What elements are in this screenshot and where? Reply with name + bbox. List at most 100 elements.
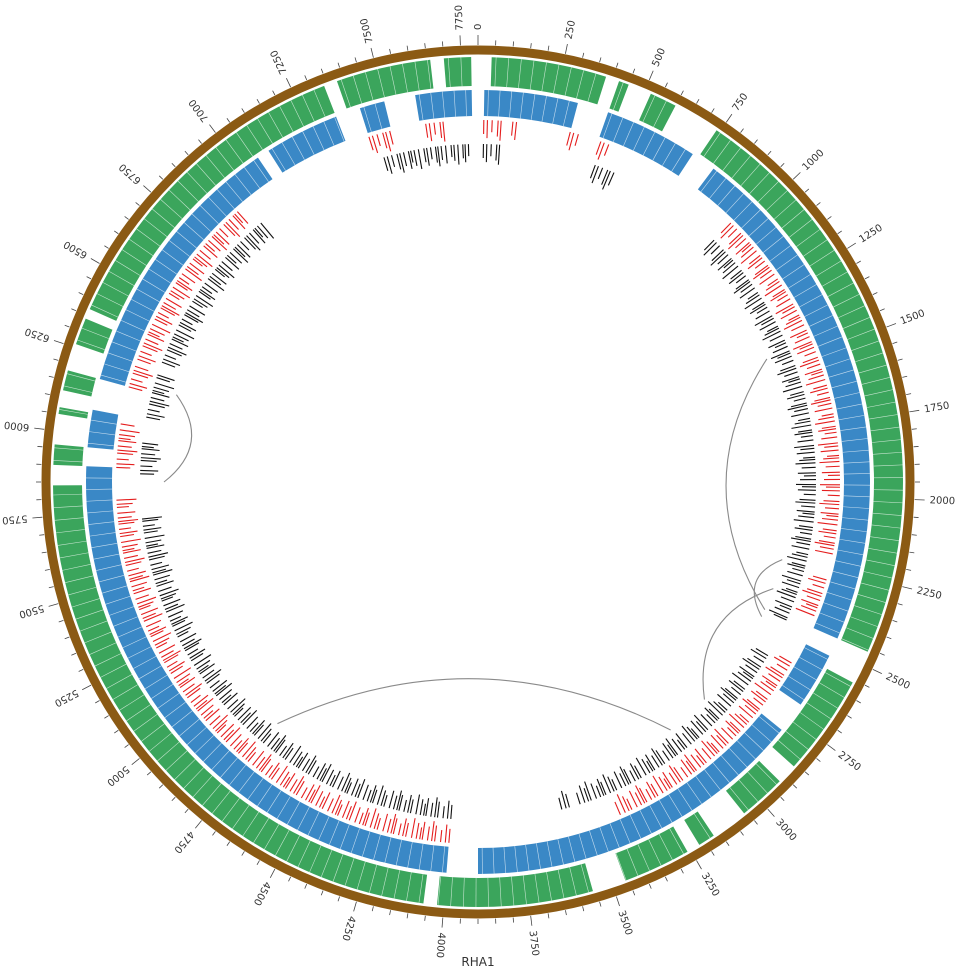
track-gap <box>841 528 867 533</box>
track-feature <box>426 147 430 166</box>
track-feature <box>184 314 199 324</box>
track-feature <box>680 766 689 778</box>
track-feature <box>161 596 174 602</box>
track-feature <box>791 412 809 418</box>
track-segment <box>268 116 346 173</box>
track-gap <box>873 451 902 455</box>
track-gap <box>842 317 870 329</box>
track-gap <box>205 155 225 178</box>
track-feature <box>776 590 796 599</box>
track-gap <box>827 282 854 297</box>
track-gap <box>402 63 408 93</box>
track-gap <box>462 877 465 907</box>
track-feature <box>116 458 129 461</box>
track-segment <box>779 644 830 705</box>
track-feature <box>759 269 772 279</box>
tick-label: 1500 <box>899 308 927 327</box>
track-gap <box>253 818 270 844</box>
track-gap <box>309 845 322 873</box>
track-feature <box>646 781 656 798</box>
track-feature <box>254 227 264 238</box>
track-feature <box>720 686 737 701</box>
track-feature <box>434 146 438 163</box>
minor-tick <box>897 358 903 361</box>
track-feature <box>135 594 149 600</box>
track-feature <box>806 588 823 595</box>
track-gap <box>68 586 97 596</box>
track-feature <box>252 229 266 244</box>
track-gap <box>736 740 756 760</box>
track-gap <box>318 816 330 841</box>
track-feature <box>794 444 815 449</box>
track-gap <box>804 647 828 660</box>
track-gap <box>442 91 446 118</box>
track-gap <box>229 764 247 786</box>
track-gap <box>447 58 451 87</box>
track-gap <box>183 767 204 789</box>
track-feature <box>319 768 327 782</box>
track-feature <box>176 626 191 635</box>
track-feature <box>440 145 444 161</box>
track-gap <box>268 112 284 138</box>
track-gap <box>520 92 524 119</box>
track-gap <box>211 750 230 770</box>
track-feature <box>752 301 765 311</box>
track-gap <box>841 438 868 442</box>
track-gap <box>194 735 215 754</box>
track-segment <box>697 168 870 639</box>
track-gap <box>703 132 721 157</box>
track-feature <box>194 256 208 268</box>
track-feature <box>154 318 168 326</box>
track-gap <box>541 95 547 122</box>
track-feature <box>788 314 800 322</box>
track-feature <box>733 281 751 294</box>
track-feature <box>164 354 177 360</box>
track-feature <box>215 231 230 245</box>
track-gap <box>747 771 768 794</box>
track-gap <box>418 94 424 121</box>
track-gap <box>832 571 859 578</box>
track-feature <box>116 466 131 469</box>
track-gap <box>693 813 711 839</box>
track-gap <box>104 363 130 372</box>
track-segment <box>89 85 335 321</box>
track-feature <box>190 652 204 662</box>
track-feature <box>197 697 214 712</box>
minor-tick <box>184 808 189 814</box>
track-feature <box>214 684 227 695</box>
track-feature <box>775 303 794 315</box>
track-segment <box>609 81 629 112</box>
track-feature <box>415 794 421 815</box>
track-feature <box>116 463 135 466</box>
track-segment <box>772 668 853 767</box>
major-tick <box>725 113 733 123</box>
track-feature <box>410 818 416 838</box>
track-gap <box>851 340 880 351</box>
track-feature <box>163 302 177 310</box>
track-feature <box>357 778 366 799</box>
track-gap <box>642 95 656 123</box>
track-feature <box>780 364 796 372</box>
track-gap <box>788 274 811 289</box>
track-feature <box>607 776 615 792</box>
track-feature <box>770 350 790 360</box>
track-feature <box>710 742 720 753</box>
tick-label: 7750 <box>454 5 466 31</box>
track-feature <box>499 120 502 141</box>
track-feature <box>127 567 139 572</box>
track-feature <box>148 331 160 338</box>
track-gap <box>53 460 83 463</box>
track-gap <box>748 218 769 237</box>
track-feature <box>136 596 157 605</box>
track-feature <box>150 396 165 402</box>
track-feature <box>354 783 361 798</box>
track-feature <box>746 698 761 710</box>
track-feature <box>727 234 744 250</box>
track-feature <box>154 574 170 581</box>
track-feature <box>774 342 787 349</box>
minor-tick <box>767 150 772 156</box>
track-gap <box>369 864 378 893</box>
track-feature <box>178 678 189 686</box>
track-gap <box>84 631 112 644</box>
track-feature <box>143 613 163 622</box>
